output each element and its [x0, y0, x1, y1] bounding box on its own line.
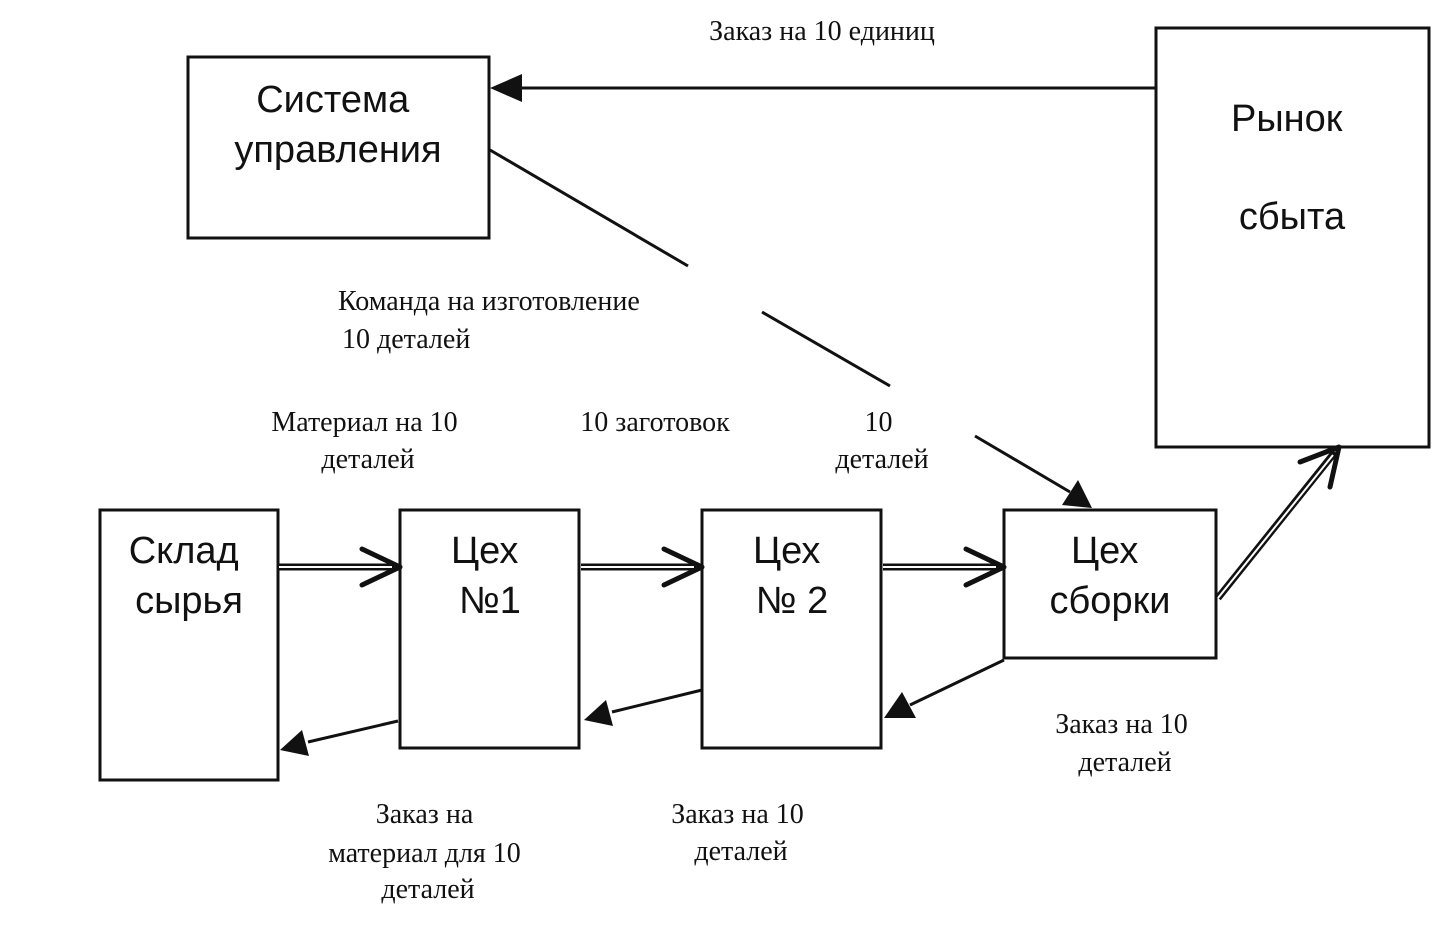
- assembly-order-arrow: [884, 658, 1005, 718]
- material-order-label: Заказ на материал для 10 деталей: [328, 799, 528, 905]
- parts-supply-label: 10 деталей: [835, 407, 928, 475]
- production-command-label: Команда на изготовление 10 деталей: [338, 286, 647, 355]
- raw-warehouse-label: Склад сырья: [129, 530, 250, 622]
- shop-2-box: [700, 508, 883, 750]
- market-box: [1154, 26, 1431, 449]
- raw-warehouse-box: [98, 508, 280, 782]
- assembly-order-label: Заказ на 10 деталей: [1055, 709, 1195, 778]
- blanks-supply-arrow: [581, 546, 705, 588]
- assembly-shop-label: Цех сборки: [1050, 530, 1171, 622]
- market-label: Рынок сбыта: [1231, 98, 1353, 238]
- control-system-box: [186, 55, 491, 240]
- product-to-market-arrow: [1215, 444, 1342, 601]
- assembly-shop-box: [1002, 508, 1218, 660]
- shop-2-order-arrow: [584, 688, 703, 726]
- control-system-label: Система управления: [234, 79, 441, 171]
- material-supply-arrow: [279, 546, 403, 588]
- parts-supply-arrow: [883, 546, 1007, 588]
- shop-2-label: Цех № 2: [753, 530, 831, 622]
- blanks-supply-label: 10 заготовок: [580, 407, 730, 438]
- shop-1-box: [398, 508, 581, 750]
- production-command-arrow: [489, 148, 1092, 508]
- market-order-arrow: [490, 74, 1156, 102]
- shop-2-order-label: Заказ на 10 деталей: [671, 799, 811, 867]
- material-supply-label: Материал на 10 деталей: [271, 407, 464, 475]
- material-order-arrow: [280, 719, 399, 756]
- market-order-label: Заказ на 10 единиц: [709, 16, 935, 47]
- shop-1-label: Цех №1: [451, 530, 529, 622]
